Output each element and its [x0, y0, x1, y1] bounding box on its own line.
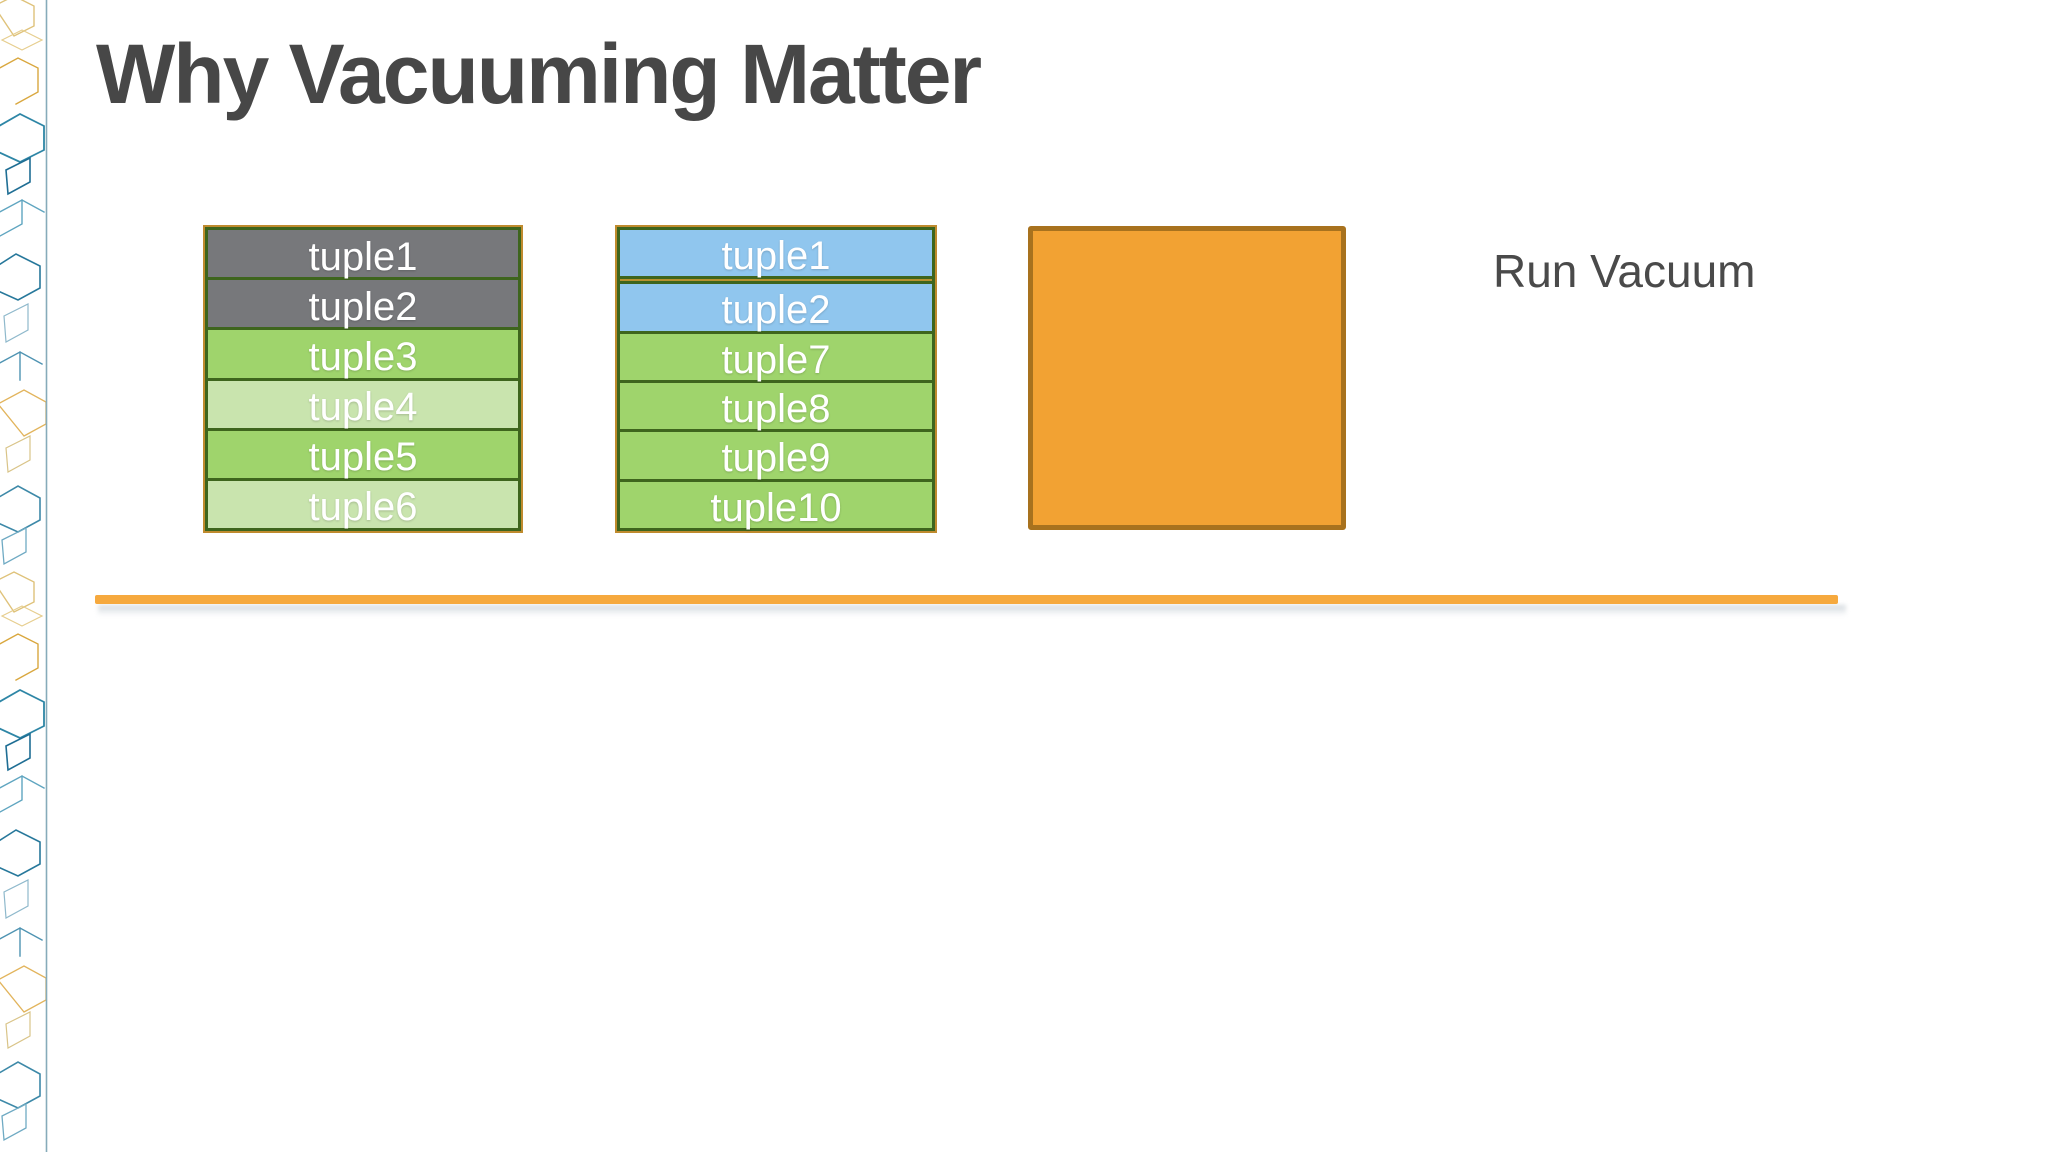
row-divider: [620, 279, 932, 282]
tuple-label: tuple10: [710, 485, 842, 530]
tuple-label: tuple5: [308, 435, 418, 480]
tuple-row: tuple9: [620, 432, 932, 481]
heap-page-2: tuple1 tuple2 tuple7 tuple8 tuple9 tuple…: [615, 225, 937, 533]
divider-shadow: [98, 605, 1846, 616]
tuple-label: tuple8: [721, 387, 831, 432]
run-vacuum-label: Run Vacuum: [1493, 245, 1756, 297]
empty-page-block: [1028, 226, 1346, 530]
tuple-label: tuple2: [308, 284, 418, 329]
tuple-row: tuple5: [208, 430, 518, 480]
tuple-label: tuple9: [721, 436, 831, 481]
tuple-label: tuple4: [308, 385, 418, 430]
divider-line: [95, 595, 1838, 604]
tuple-label: tuple2: [721, 288, 831, 333]
tuple-row: tuple2: [620, 284, 932, 333]
tuple-row: tuple1: [620, 230, 932, 279]
tuple-row: tuple4: [208, 380, 518, 430]
tuple-row: tuple10: [620, 481, 932, 530]
tuple-label: tuple1: [721, 234, 831, 279]
heap-page-1: tuple1 tuple2 tuple3 tuple4 tuple5 tuple…: [203, 225, 523, 533]
tuple-label: tuple3: [308, 334, 418, 379]
left-border-pattern: [0, 0, 50, 1152]
tuple-label: tuple6: [308, 485, 418, 530]
page-title: Why Vacuuming Matter: [96, 27, 982, 121]
tuple-row: tuple6: [208, 480, 518, 530]
tuple-row: tuple1: [208, 230, 518, 279]
tuple-row: tuple2: [208, 280, 518, 329]
tuple-label: tuple7: [721, 337, 831, 382]
tuple-row: tuple8: [620, 382, 932, 432]
tuple-label: tuple1: [308, 234, 418, 279]
tuple-row: tuple3: [208, 330, 518, 379]
tuple-row: tuple7: [620, 333, 932, 382]
circuit-pattern-graphic: [0, 0, 48, 1152]
